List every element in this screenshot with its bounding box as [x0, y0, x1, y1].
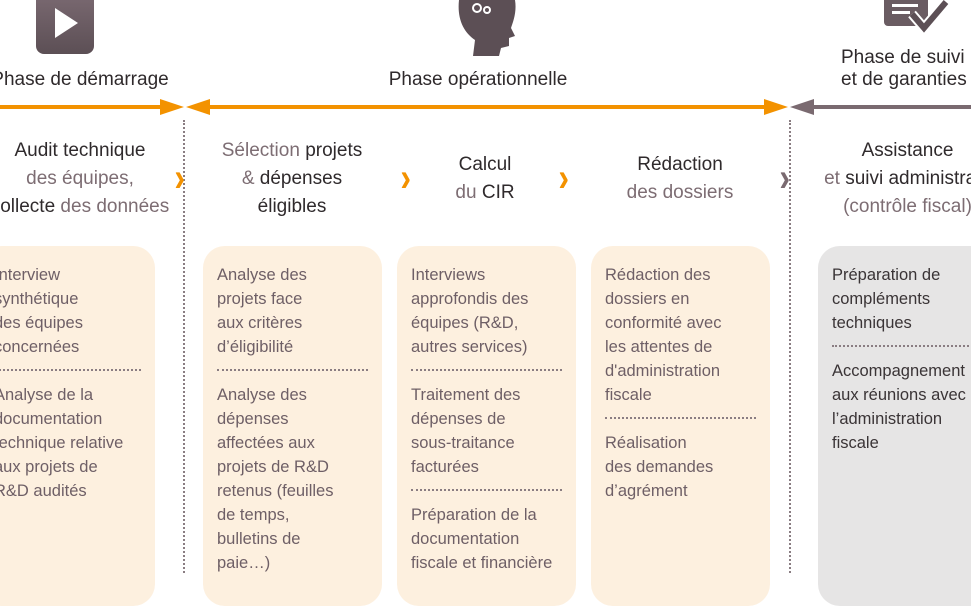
card-item: Préparation de compléments techniques	[832, 266, 941, 332]
step-line: Calcul	[415, 151, 555, 179]
step-line: collecte des données	[0, 193, 200, 221]
card-redaction: Rédaction des dossiers en conformité ave…	[591, 246, 770, 606]
step-line: éligibles	[192, 193, 392, 221]
step-line: & dépenses	[192, 165, 392, 193]
step-line: (contrôle fiscal)	[800, 193, 971, 221]
card-item: Rédaction des dossiers en conformité ave…	[605, 266, 722, 404]
step-text-strong: Calcul	[458, 154, 512, 175]
chevron-right-icon: ›	[400, 156, 411, 200]
step-line: Rédaction	[600, 151, 760, 179]
item-separator	[217, 369, 368, 371]
card-item: Interviews approfondis des équipes (R&D,…	[411, 266, 529, 356]
step-text-strong: projets	[305, 140, 363, 161]
step-text-strong: Audit technique	[14, 140, 146, 161]
item-separator	[832, 345, 971, 347]
card-item: Interview synthétique des équipes concer…	[0, 266, 83, 356]
card-item: Accompagnement aux réunions avec l’admin…	[832, 362, 966, 452]
step-line: Assistance	[800, 137, 971, 165]
step-line: et suivi administratif	[800, 165, 971, 193]
step-line: Audit technique	[0, 137, 200, 165]
step-text-strong: suivi administratif	[845, 168, 971, 189]
step-assistance: Assistance et suivi administratif (contrôl…	[800, 137, 971, 221]
card-item: Traitement des dépenses de sous-traitanc…	[411, 386, 521, 476]
card-item: Préparation de la documentation fiscale …	[411, 506, 553, 572]
step-text-strong: CIR	[481, 182, 515, 203]
step-text: des équipes,	[26, 168, 134, 189]
step-line: des équipes,	[0, 165, 200, 193]
item-separator	[605, 417, 756, 419]
chevron-right-icon: ›	[174, 156, 185, 200]
phase-arrows	[0, 99, 971, 115]
step-text: &	[241, 168, 260, 189]
step-text: Sélection	[221, 140, 306, 161]
step-text: et	[824, 168, 846, 189]
card-item: Analyse des dépenses affectées aux proje…	[217, 386, 334, 572]
card-item: Réalisation des demandes d’agrément	[605, 434, 714, 500]
step-text-strong: dépenses	[259, 168, 343, 189]
step-text: des données	[55, 196, 170, 217]
step-text-strong: Assistance	[861, 140, 954, 161]
step-line: du CIR	[415, 179, 555, 207]
head-gears-icon	[455, 0, 521, 56]
step-text: (contrôle fiscal)	[843, 196, 971, 217]
card-selection: Analyse des projets face aux critères d’…	[203, 246, 382, 606]
step-audit: Audit technique des équipes, collecte des …	[0, 137, 200, 221]
play-icon	[36, 0, 94, 54]
checklist-icon	[882, 0, 952, 36]
chevron-right-icon: ›	[558, 156, 569, 200]
step-text-strong: collecte	[0, 196, 56, 217]
phase-label-start: Phase de démarrage	[0, 69, 169, 90]
card-calcul: Interviews approfondis des équipes (R&D,…	[397, 246, 576, 606]
step-line: des dossiers	[600, 179, 760, 207]
card-audit: Interview synthétique des équipes concer…	[0, 246, 155, 606]
item-separator	[411, 369, 562, 371]
step-calcul: Calcul du CIR	[415, 151, 555, 207]
phase-label-operational: Phase opérationnelle	[388, 69, 568, 90]
divider	[789, 120, 791, 573]
step-text: du	[455, 182, 482, 203]
card-item: Analyse des projets face aux critères d’…	[217, 266, 307, 356]
card-item: Analyse de la documentation technique re…	[0, 386, 124, 500]
item-separator	[411, 489, 562, 491]
step-text-strong: éligibles	[257, 196, 327, 217]
divider	[183, 120, 185, 573]
phase-label-followup: Phase de suivi et de garanties	[841, 47, 967, 90]
step-line: Sélection projets	[192, 137, 392, 165]
step-text-strong: Rédaction	[637, 154, 723, 175]
chevron-right-icon: ›	[779, 156, 790, 200]
step-redaction: Rédaction des dossiers	[600, 151, 760, 207]
step-text: des dossiers	[626, 182, 734, 203]
item-separator	[0, 369, 141, 371]
